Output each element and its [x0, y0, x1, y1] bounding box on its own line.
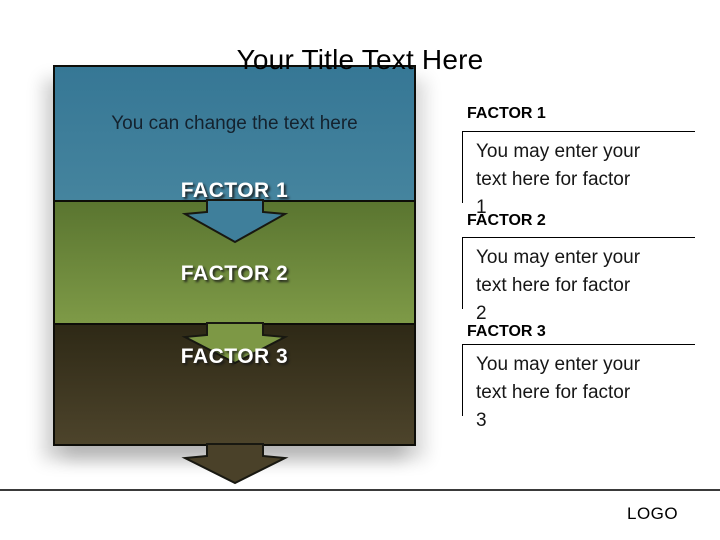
factor1-block-label[interactable]: FACTOR 1 — [180, 179, 289, 202]
factor3-body-textbox[interactable]: You may enter your text here for factor … — [462, 344, 695, 431]
body-line: text here for factor — [476, 169, 631, 190]
body-line: text here for factor — [476, 275, 631, 296]
factor3-block-shape — [55, 323, 414, 444]
body-line: You may enter your — [476, 247, 641, 268]
factor2-body-textbox[interactable]: You may enter your text here for factor … — [462, 237, 695, 324]
logo-text: LOGO — [627, 504, 679, 523]
body-line: You may enter your — [476, 141, 641, 162]
body-line: 1 — [476, 197, 487, 218]
factor1-section-heading[interactable]: FACTOR 1 — [467, 105, 546, 122]
factor1-body-textbox[interactable]: You may enter your text here for factor … — [462, 131, 695, 218]
factor2-block-label[interactable]: FACTOR 2 — [180, 262, 289, 285]
intro-text-placeholder[interactable]: You can change the text here — [111, 113, 358, 134]
body-line: 3 — [476, 410, 487, 431]
down-arrow-icon-3 — [181, 443, 289, 485]
body-line: You may enter your — [476, 354, 641, 375]
slide-title[interactable]: Your Title Text Here — [236, 44, 484, 75]
factor3-block-label[interactable]: FACTOR 3 — [180, 345, 289, 368]
footer-divider-line — [0, 489, 720, 491]
body-line: text here for factor — [476, 382, 631, 403]
body-line: 2 — [476, 303, 487, 324]
factor3-section-heading[interactable]: FACTOR 3 — [467, 323, 546, 340]
factor1-block-shape — [55, 67, 414, 200]
factor2-section-heading[interactable]: FACTOR 2 — [467, 212, 546, 229]
